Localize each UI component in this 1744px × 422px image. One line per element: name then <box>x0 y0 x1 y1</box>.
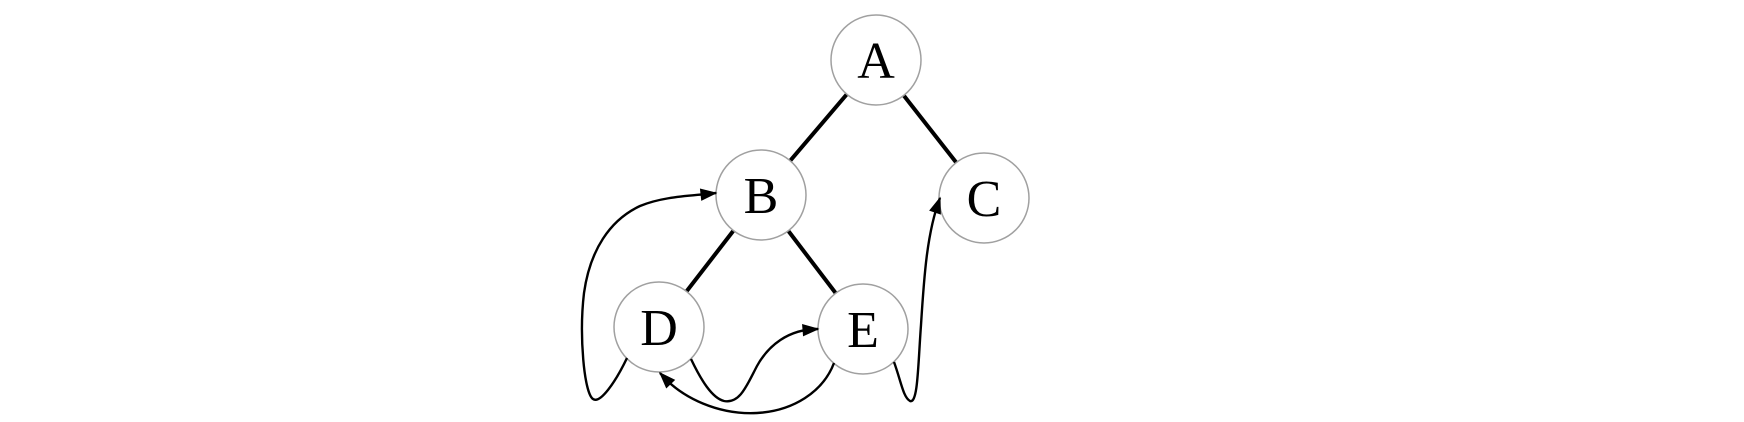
node-C-label: C <box>967 171 1002 228</box>
node-B-label: B <box>744 168 779 225</box>
arrow-head-D-B <box>699 188 718 201</box>
arrow-head-E-D <box>658 371 676 389</box>
arrow-edge-E-C <box>892 197 942 403</box>
arrow-head-E-C <box>929 196 941 215</box>
node-D-label: D <box>640 300 678 357</box>
arrow-head-D-E <box>802 324 820 337</box>
node-A-label: A <box>857 33 895 90</box>
arrow-edge-D-B <box>580 191 717 401</box>
node-B <box>715 149 807 241</box>
arrow-edge-D-E <box>689 327 819 403</box>
arrow-edge-E-D <box>659 362 836 415</box>
node-E-label: E <box>847 302 879 359</box>
node-A <box>830 14 922 106</box>
node-D <box>613 281 705 373</box>
